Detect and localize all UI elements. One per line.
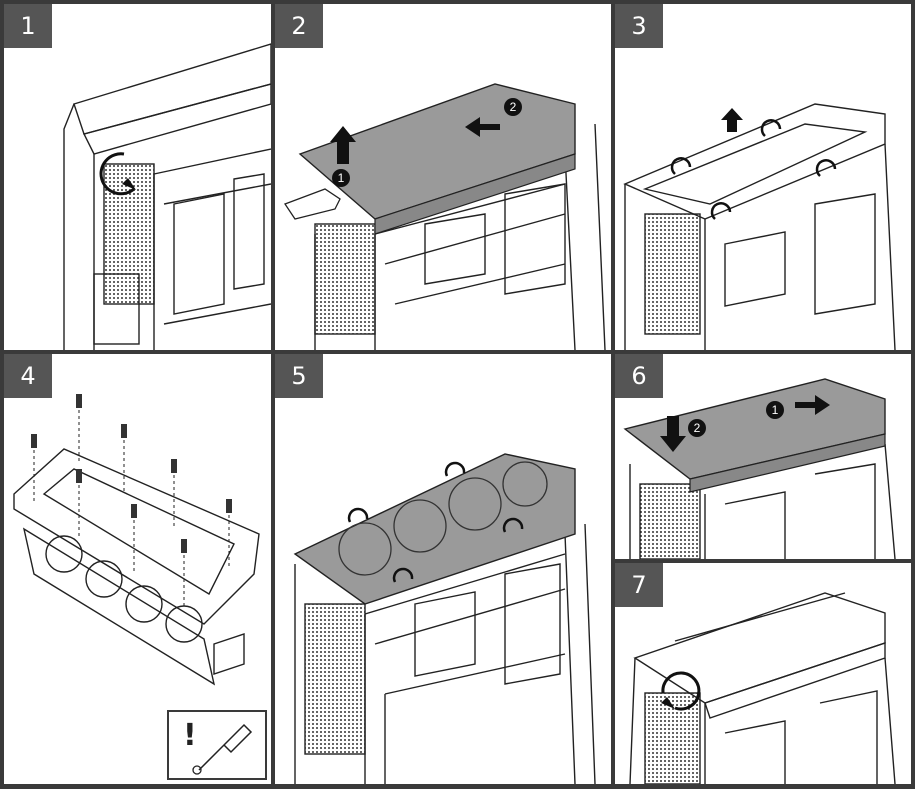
screwdriver-icon [169,712,265,778]
step-number: 4 [4,354,52,398]
fan-bracket-installation-illustration [275,354,611,784]
step-number: 2 [275,4,323,48]
step-number: 6 [615,354,663,398]
step-panel-1: 1 [4,4,271,350]
step-panel-2: 2 [275,4,611,350]
step-panel-5: 5 [275,354,611,784]
step-panel-7: 7 [615,563,911,784]
step-number: 3 [615,4,663,48]
step-panel-3: 3 [615,4,911,350]
fan-bracket-removal-illustration [615,4,911,350]
rotate-arrow-icon [672,120,835,219]
top-cover-removal-illustration [275,4,611,350]
step-panel-4: 4 ! [4,354,271,784]
step-number: 5 [275,354,323,398]
case-rear-illustration [4,4,271,350]
step-panel-6: 6 2 1 [615,354,911,559]
screwdriver-hint-box: ! [167,710,267,780]
fan-bracket [295,454,575,604]
step-number: 1 [4,4,52,48]
step-number: 7 [615,563,663,607]
callout-1: 1 [766,401,784,419]
callout-2: 2 [688,419,706,437]
up-arrow-icon [721,108,743,132]
callout-2: 2 [504,98,522,116]
callout-1: 1 [332,169,350,187]
hand-icon [285,189,340,219]
